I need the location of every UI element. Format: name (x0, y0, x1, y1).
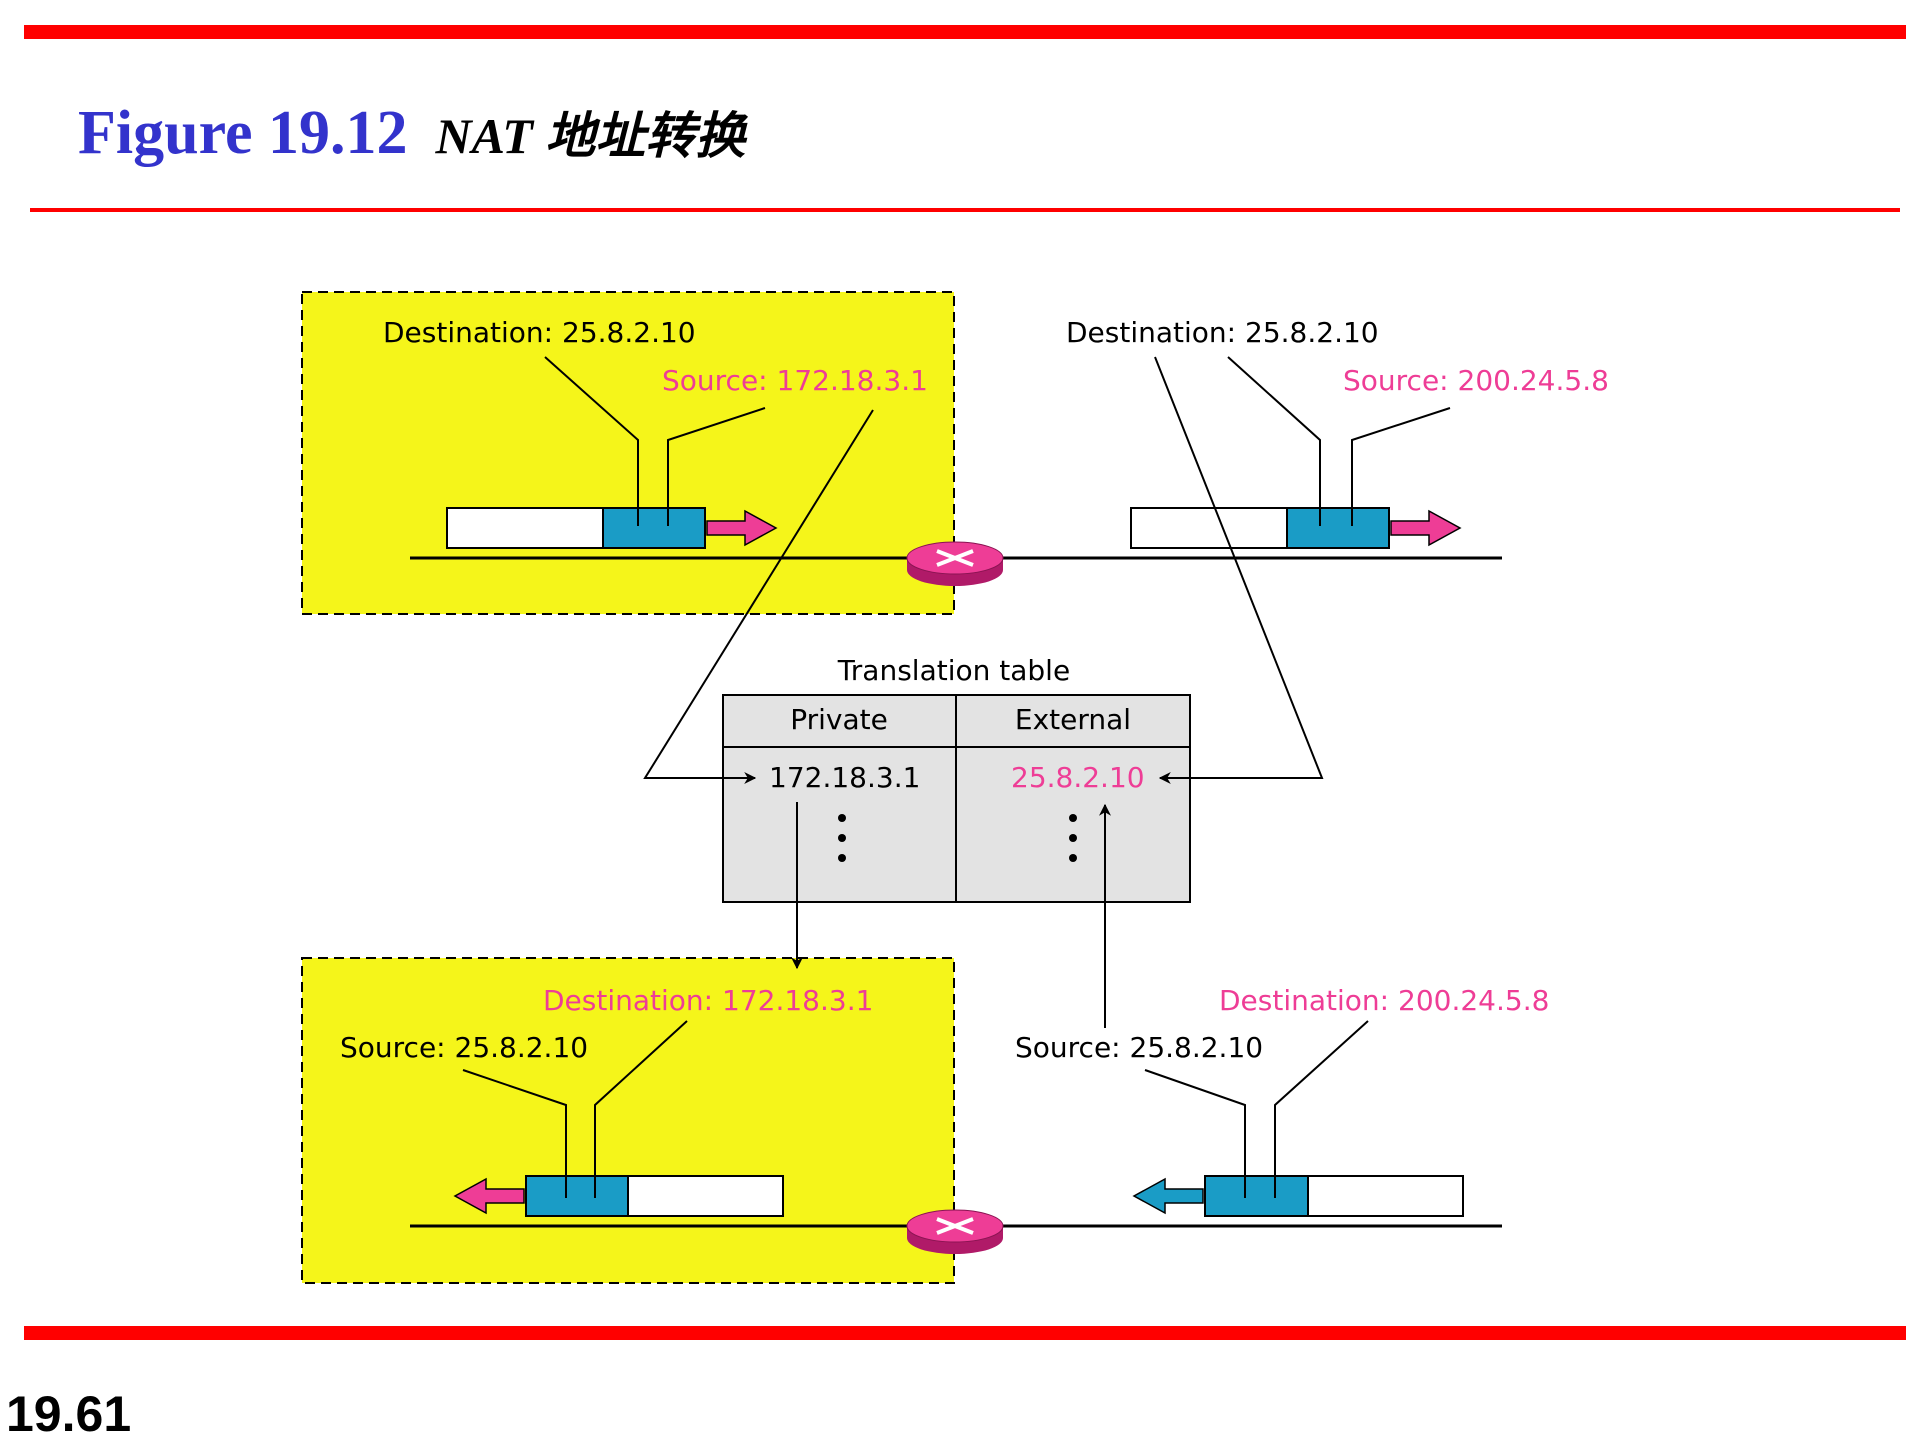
label-outgoing-private-destination: Destination: 25.8.2.10 (383, 316, 696, 349)
bottom-red-bar (24, 1326, 1906, 1340)
arrow-left-icon (453, 1177, 525, 1215)
label-outgoing-private-source: Source: 172.18.3.1 (662, 364, 928, 397)
table-cell-private: 172.18.3.1 (769, 761, 920, 794)
arrow-right-icon (706, 509, 778, 547)
packet-outgoing-public (1130, 507, 1462, 549)
top-red-bar (24, 25, 1906, 39)
leader-line (594, 1020, 688, 1198)
slide-title: Figure 19.12 NAT 地址转换 (78, 96, 745, 169)
label-outgoing-public-source: Source: 200.24.5.8 (1343, 364, 1609, 397)
ellipsis-dot (838, 834, 846, 842)
ellipsis-dot (838, 814, 846, 822)
leader-line (1274, 1020, 1369, 1198)
ellipsis-dot (1069, 814, 1077, 822)
leader-line (667, 407, 766, 526)
leader-line (1227, 356, 1321, 526)
table-cell-external: 25.8.2.10 (1011, 761, 1145, 794)
figure-caption: NAT 地址转换 (435, 108, 746, 164)
label-incoming-public-source: Source: 25.8.2.10 (1015, 1031, 1263, 1064)
leader-line (544, 356, 639, 526)
ellipsis-dot (1069, 834, 1077, 842)
packet-incoming-public (1132, 1175, 1464, 1217)
leader-line (462, 1069, 567, 1198)
arrow-right-icon (1390, 509, 1462, 547)
translation-table-title: Translation table (837, 654, 1070, 687)
ellipsis-dot (838, 854, 846, 862)
label-outgoing-public-destination: Destination: 25.8.2.10 (1066, 316, 1379, 349)
router-icon-bottom (906, 1209, 1004, 1254)
arrow-source-to-table (643, 409, 874, 784)
leader-line (1144, 1069, 1246, 1198)
packet-outgoing-private (446, 507, 778, 549)
private-zone-bottom (301, 957, 955, 1284)
title-underline (30, 208, 1900, 212)
arrow-destination-to-table (1154, 356, 1324, 784)
label-incoming-private-destination: Destination: 172.18.3.1 (543, 984, 873, 1017)
table-header-external: External (1015, 703, 1131, 736)
leader-line (1351, 407, 1451, 526)
page-number: 19.61 (6, 1386, 132, 1442)
translation-table (722, 694, 1191, 903)
label-incoming-public-destination: Destination: 200.24.5.8 (1219, 984, 1549, 1017)
arrow-left-icon (1132, 1177, 1204, 1215)
label-incoming-private-source: Source: 25.8.2.10 (340, 1031, 588, 1064)
figure-label: Figure 19.12 (78, 99, 408, 167)
ellipsis-dot (1069, 854, 1077, 862)
packet-incoming-private (453, 1175, 784, 1217)
router-icon-top (906, 541, 1004, 586)
table-header-private: Private (790, 703, 888, 736)
